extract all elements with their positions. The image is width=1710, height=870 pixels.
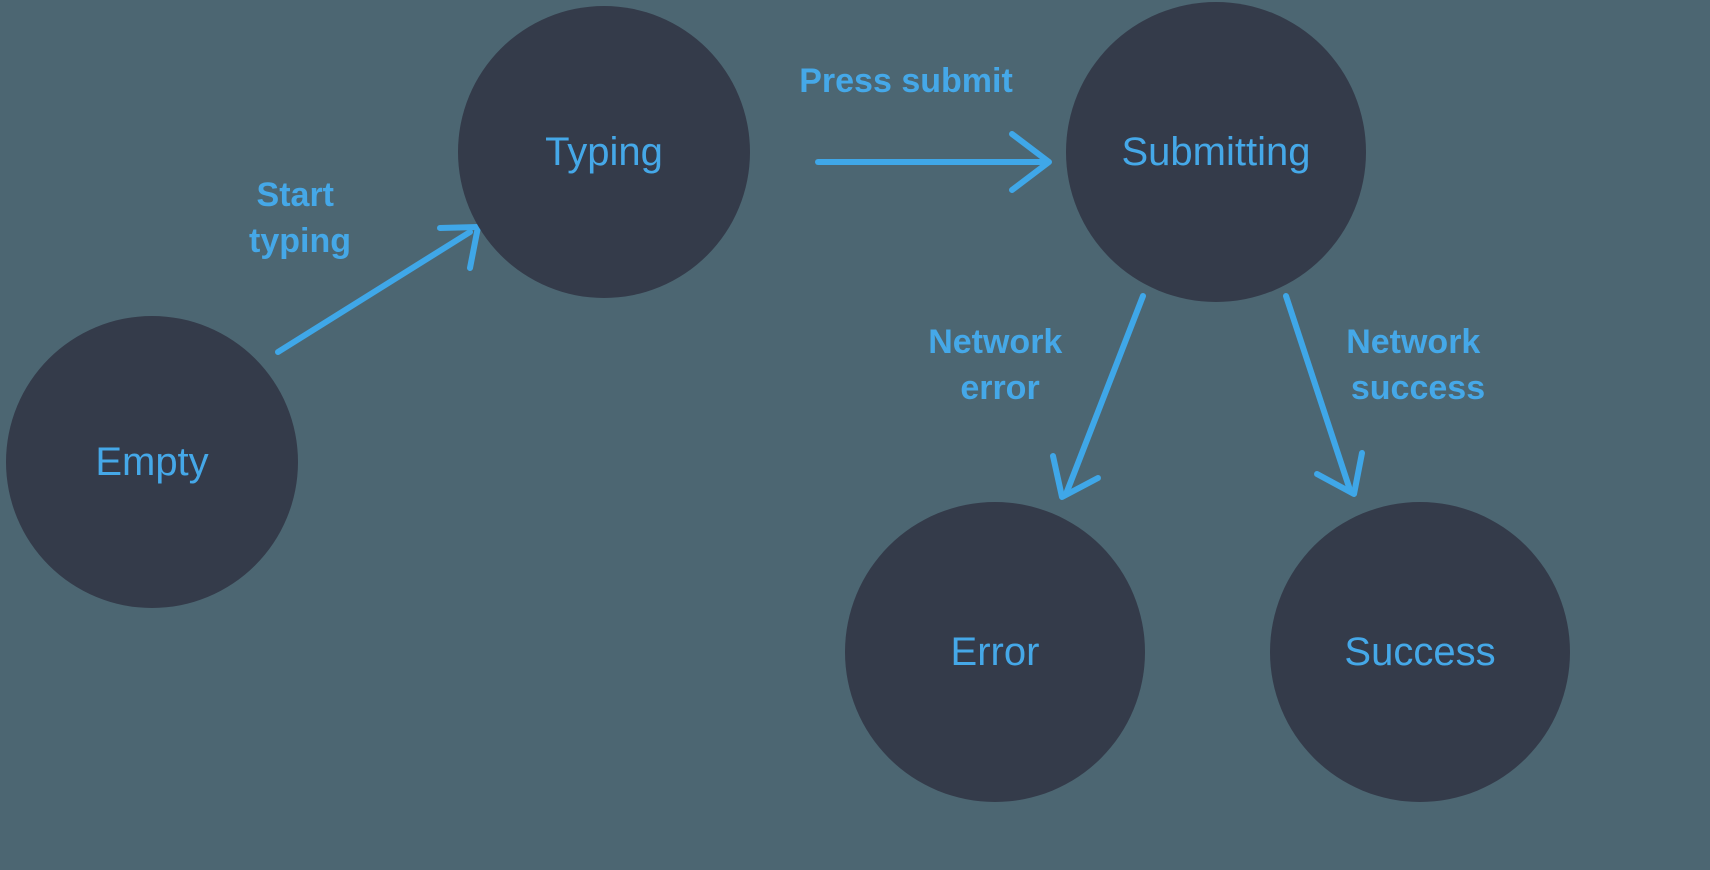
edge-typing-to-submitting: Press submit <box>799 62 1052 193</box>
edge-label-line: Press submit <box>799 62 1013 100</box>
state-label: Error <box>951 630 1040 674</box>
edge-line <box>275 229 473 355</box>
state-node-empty[interactable]: Empty <box>6 316 298 608</box>
state-label: Typing <box>545 130 663 174</box>
state-node-error[interactable]: Error <box>845 502 1145 802</box>
state-circle[interactable] <box>1270 502 1570 802</box>
arrowhead-icon <box>1314 450 1365 497</box>
state-circle[interactable] <box>458 6 750 298</box>
edge-empty-to-typing: Start typing <box>249 176 481 355</box>
edge-label-network-success: Network success <box>1346 323 1490 407</box>
edge-label-line: typing <box>249 222 351 260</box>
state-circle[interactable] <box>845 502 1145 802</box>
state-label: Success <box>1344 630 1495 674</box>
edge-label-line: Start <box>257 176 334 214</box>
state-circle[interactable] <box>1066 2 1366 302</box>
state-label: Empty <box>95 440 208 484</box>
edge-label-line: success <box>1351 369 1485 407</box>
arrowhead-icon <box>437 224 481 271</box>
state-node-submitting[interactable]: Submitting <box>1066 2 1366 302</box>
edge-submitting-to-success: Network success <box>1283 293 1490 497</box>
arrowhead-icon <box>1009 131 1052 193</box>
edge-line <box>1283 293 1353 493</box>
state-node-success[interactable]: Success <box>1270 502 1570 802</box>
edge-line <box>1063 293 1146 497</box>
state-circle[interactable] <box>6 316 298 608</box>
state-label: Submitting <box>1122 130 1311 174</box>
arrowhead-icon <box>1050 453 1101 500</box>
edge-label-network-error: Network error <box>928 323 1072 407</box>
edge-label-line: Network <box>928 323 1062 361</box>
edge-submitting-to-error: Network error <box>928 293 1146 500</box>
edge-label-press-submit: Press submit <box>799 62 1013 100</box>
edge-label-line: error <box>960 369 1039 407</box>
state-node-typing[interactable]: Typing <box>458 6 750 298</box>
edge-label-start-typing: Start typing <box>249 176 351 260</box>
edge-label-line: Network <box>1346 323 1480 361</box>
